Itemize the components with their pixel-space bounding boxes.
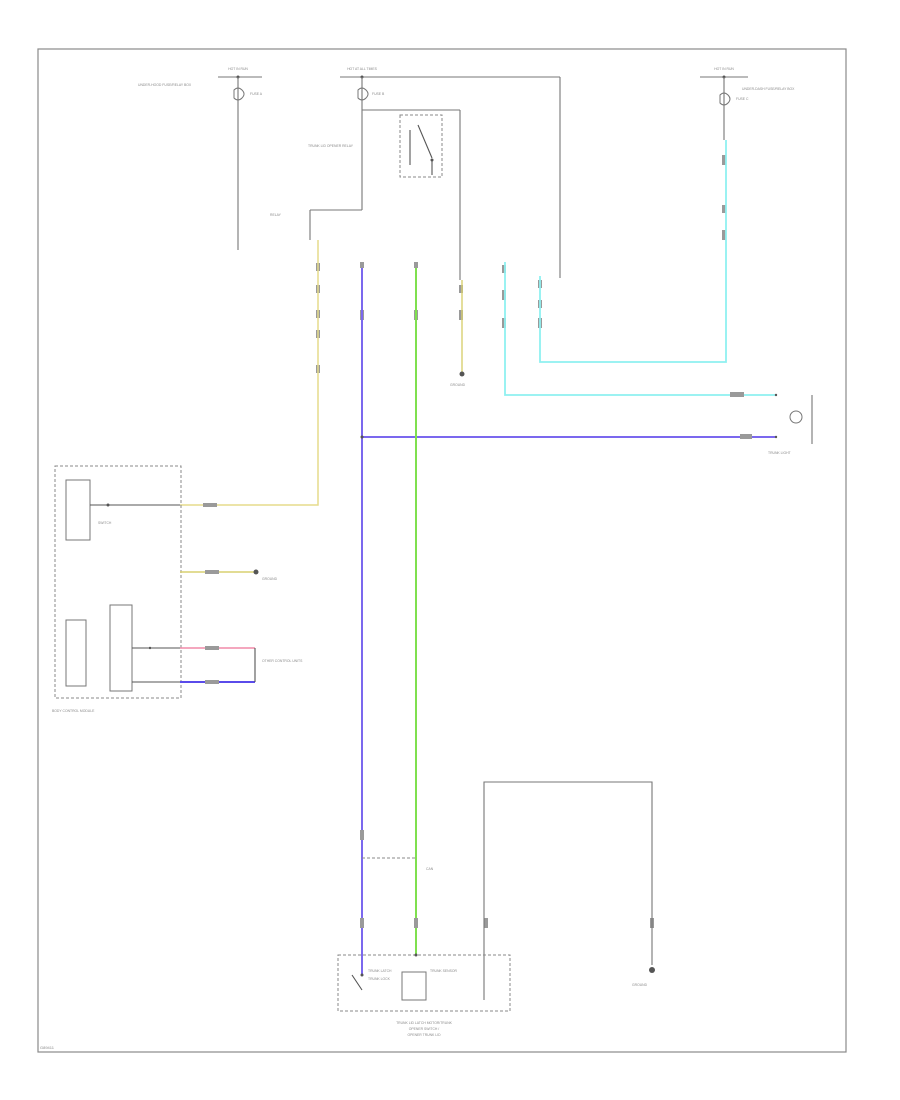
relay-box	[309, 209, 362, 240]
fuse-symbols	[233, 77, 731, 140]
connectors-lower	[360, 830, 654, 928]
trunk-light-label: TRUNK LIGHT	[768, 451, 791, 455]
trunk-latch-label: TRUNK LATCH	[368, 969, 392, 973]
ground-a-label: GROUND	[450, 383, 466, 387]
connectors-upper	[316, 155, 726, 373]
trunk-lid-opener-relay	[399, 114, 443, 178]
body-control-module	[54, 465, 182, 699]
bottom-title-line-1: TRUNK LID LATCH MOTOR/TRUNK	[396, 1021, 453, 1025]
ground-a-terminal	[459, 371, 465, 377]
ground-b-terminal	[253, 569, 259, 575]
wire-cyan-to-trunk-light	[504, 262, 775, 396]
fuse-bus-top	[218, 75, 748, 79]
trunk-light-icon	[774, 393, 813, 444]
fuse-a-label: FUSE A	[250, 92, 263, 96]
ground-c-terminal	[649, 967, 655, 973]
can-label: CAN	[426, 867, 434, 871]
trunk-lock-label: TRUNK LOCK	[368, 977, 391, 981]
underhood-box-label-right: UNDER-DASH FUSE/RELAY BOX	[742, 87, 795, 91]
ground-b-label: GROUND	[262, 577, 278, 581]
diagram-frame	[37, 48, 847, 1053]
bottom-title-line-3: OPENER TRUNK LID	[407, 1033, 441, 1037]
bcm-label: BODY CONTROL MODULE	[52, 709, 95, 713]
trunk-latch-assembly	[337, 953, 511, 1012]
relay-label: TRUNK LID OPENER RELAY	[308, 144, 354, 148]
fuse-c-label: FUSE C	[736, 97, 749, 101]
fuse-label-left: HOT IN RUN	[228, 67, 248, 71]
wire-yellow-relay-to-bcm	[180, 240, 319, 506]
bottom-title-line-2: OPENER SWITCH /	[409, 1027, 440, 1031]
trunk-sensor-label: TRUNK SENSOR	[430, 969, 457, 973]
ground-c-label: GROUND	[632, 983, 648, 987]
relay-box-label: RELAY	[270, 213, 282, 217]
diagram-code: G89411	[40, 1045, 55, 1050]
underhood-box-label-left: UNDER-HOOD FUSE/RELAY BOX	[138, 83, 192, 87]
bcm-switch-label: SWITCH	[98, 521, 112, 525]
other-control-label: OTHER CONTROL UNITS	[262, 659, 303, 663]
fuse-label-mid: HOT AT ALL TIMES	[347, 67, 378, 71]
wire-cyan-to-right-fuse	[539, 140, 727, 363]
fuse-label-right: HOT IN RUN	[714, 67, 734, 71]
fuse-b-label: FUSE B	[372, 92, 385, 96]
wire-gray-lower-loop	[483, 781, 653, 1000]
